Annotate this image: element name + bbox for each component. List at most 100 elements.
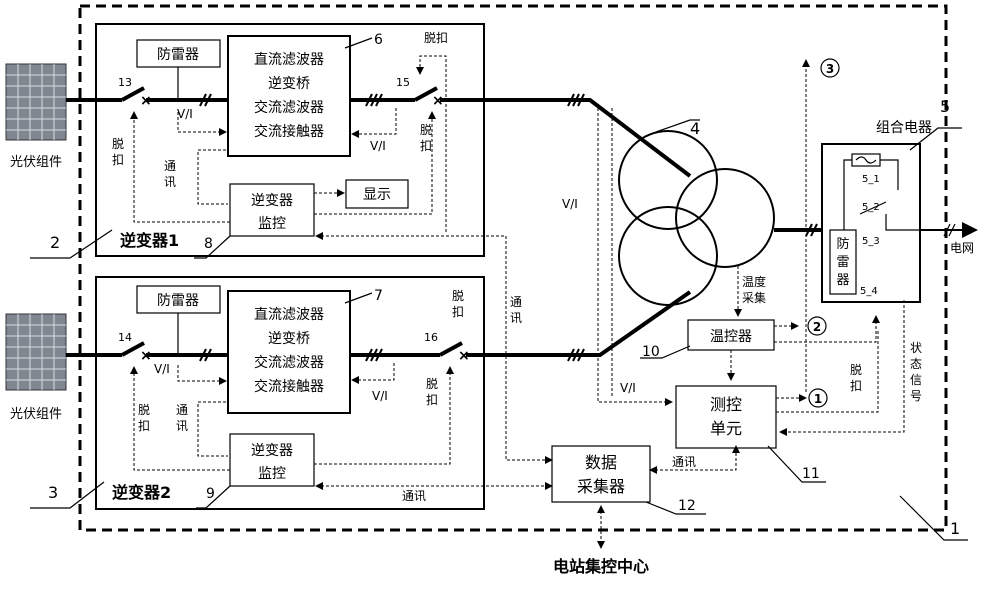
vi-2-right-path <box>351 363 395 384</box>
vi-main-label2: V/I <box>620 381 636 395</box>
trip-right-b: 扣 <box>850 379 862 393</box>
leader-10 <box>640 345 691 359</box>
trip-path-15b <box>416 55 447 232</box>
display-label: 显示 <box>363 187 391 203</box>
vi-1-left: V/I <box>177 107 193 121</box>
ref-7: 7 <box>374 288 383 304</box>
inv2-line2: 逆变桥 <box>268 331 310 347</box>
vi-1-right-path <box>351 108 397 138</box>
grid-label: 电网 <box>950 241 974 255</box>
temp-trip-path <box>774 315 880 343</box>
inverter-monitor-8 <box>229 183 315 237</box>
comm-monitor8-collector <box>315 232 553 464</box>
leader-6 <box>344 37 373 49</box>
ref-12: 12 <box>678 498 696 514</box>
monitor-9-line2: 监控 <box>258 466 286 482</box>
x-mark-13: × <box>140 93 152 109</box>
ref-4: 4 <box>690 119 700 138</box>
switch-14 <box>121 341 145 357</box>
x-mark-16: × <box>458 348 470 364</box>
leader-4 <box>655 119 700 133</box>
ref-13: 13 <box>118 76 132 89</box>
inv2-line4: 交流接触器 <box>254 378 324 395</box>
trip-path-14 <box>130 366 230 471</box>
vi-main: V/I <box>562 197 578 211</box>
vi-2-left-path <box>177 365 227 385</box>
measure-line2: 单元 <box>710 419 742 438</box>
transformer-coil-3 <box>618 206 718 306</box>
trip-right-a: 脱 <box>850 362 862 377</box>
x-mark-14: × <box>140 348 152 364</box>
trip-1-right-b: 扣 <box>420 139 432 153</box>
transformer-coil-1 <box>618 130 718 230</box>
leader-5 <box>909 127 962 151</box>
arrester-v-3: 器 <box>836 273 849 288</box>
leader-12 <box>645 501 706 515</box>
monitor-9-line1: 逆变器 <box>251 443 293 459</box>
x-mark-15: × <box>432 93 444 109</box>
ref-16: 16 <box>424 331 438 344</box>
trip-2-top-b: 扣 <box>452 305 464 319</box>
leader-3 <box>30 481 105 509</box>
trip-2-right-a: 脱 <box>426 376 438 391</box>
collector-measure-comm <box>649 445 740 474</box>
measure-trip-path <box>776 330 879 413</box>
ref-11: 11 <box>802 466 820 482</box>
comm-vert-b: 讯 <box>510 311 522 325</box>
ref-9: 9 <box>206 486 215 502</box>
vi-2-right: V/I <box>372 389 388 403</box>
ref-5: 5 <box>940 97 950 116</box>
vi-1-right: V/I <box>370 139 386 153</box>
status-2: 态 <box>910 357 922 371</box>
ref-6: 6 <box>374 32 383 48</box>
grid-ticks <box>943 223 956 237</box>
ref-1: 1 <box>950 519 960 538</box>
label-5-3: 5_3 <box>862 236 880 247</box>
combined-appliance-box <box>821 143 921 303</box>
leader-1 <box>899 495 968 541</box>
temp-collect-2: 采集 <box>742 290 766 305</box>
vi-2-left: V/I <box>154 362 170 376</box>
status-4: 号 <box>910 389 922 403</box>
fuse-element <box>855 156 877 164</box>
inverter-block-6 <box>227 35 351 157</box>
inv2-line3: 交流滤波器 <box>254 354 324 371</box>
label-5-2: 5_2 <box>862 202 880 213</box>
power-line-2 <box>66 290 692 357</box>
pv-panel-2-icon <box>5 313 67 391</box>
line-ticks-1 <box>199 93 585 107</box>
system-boundary <box>78 4 948 532</box>
ref-3: 3 <box>48 483 58 502</box>
inv1-line2: 逆变桥 <box>268 76 310 92</box>
trip-1-right-a: 脱 <box>420 122 432 137</box>
pv-label-2: 光伏组件 <box>10 407 62 422</box>
circled-1: 1 <box>814 392 822 406</box>
leader-11 <box>767 445 826 483</box>
trip-2-left-b: 扣 <box>138 419 150 433</box>
arrester-v-2: 雷 <box>836 255 849 270</box>
inverter-monitor-9 <box>229 433 315 487</box>
circled-1-ring <box>808 388 828 408</box>
circled-2: 2 <box>813 320 821 334</box>
display-box <box>345 179 409 209</box>
temp-controller-label: 温控器 <box>710 329 752 345</box>
ref-15: 15 <box>396 76 410 89</box>
circled-3-ring <box>820 58 840 78</box>
trip-2-left-a: 脱 <box>138 402 150 417</box>
temp-collect-1: 温度 <box>742 274 766 289</box>
comm-bottom: 通讯 <box>402 489 426 503</box>
switch-5-2 <box>859 201 887 215</box>
arrester-5-4 <box>829 229 857 295</box>
trip-2-right-b: 扣 <box>426 393 438 407</box>
switch-13 <box>121 86 145 102</box>
trip-1-top: 脱扣 <box>424 30 448 45</box>
inv1-line3: 交流滤波器 <box>254 99 324 116</box>
circled-3: 3 <box>826 62 834 76</box>
output-ticks <box>805 223 818 237</box>
switch-15 <box>414 86 438 102</box>
comm-1-a: 通 <box>164 159 176 173</box>
comm-1-path <box>197 149 228 205</box>
comm-vert-a: 通 <box>510 295 522 309</box>
trip-1-left-a: 脱 <box>112 136 124 151</box>
